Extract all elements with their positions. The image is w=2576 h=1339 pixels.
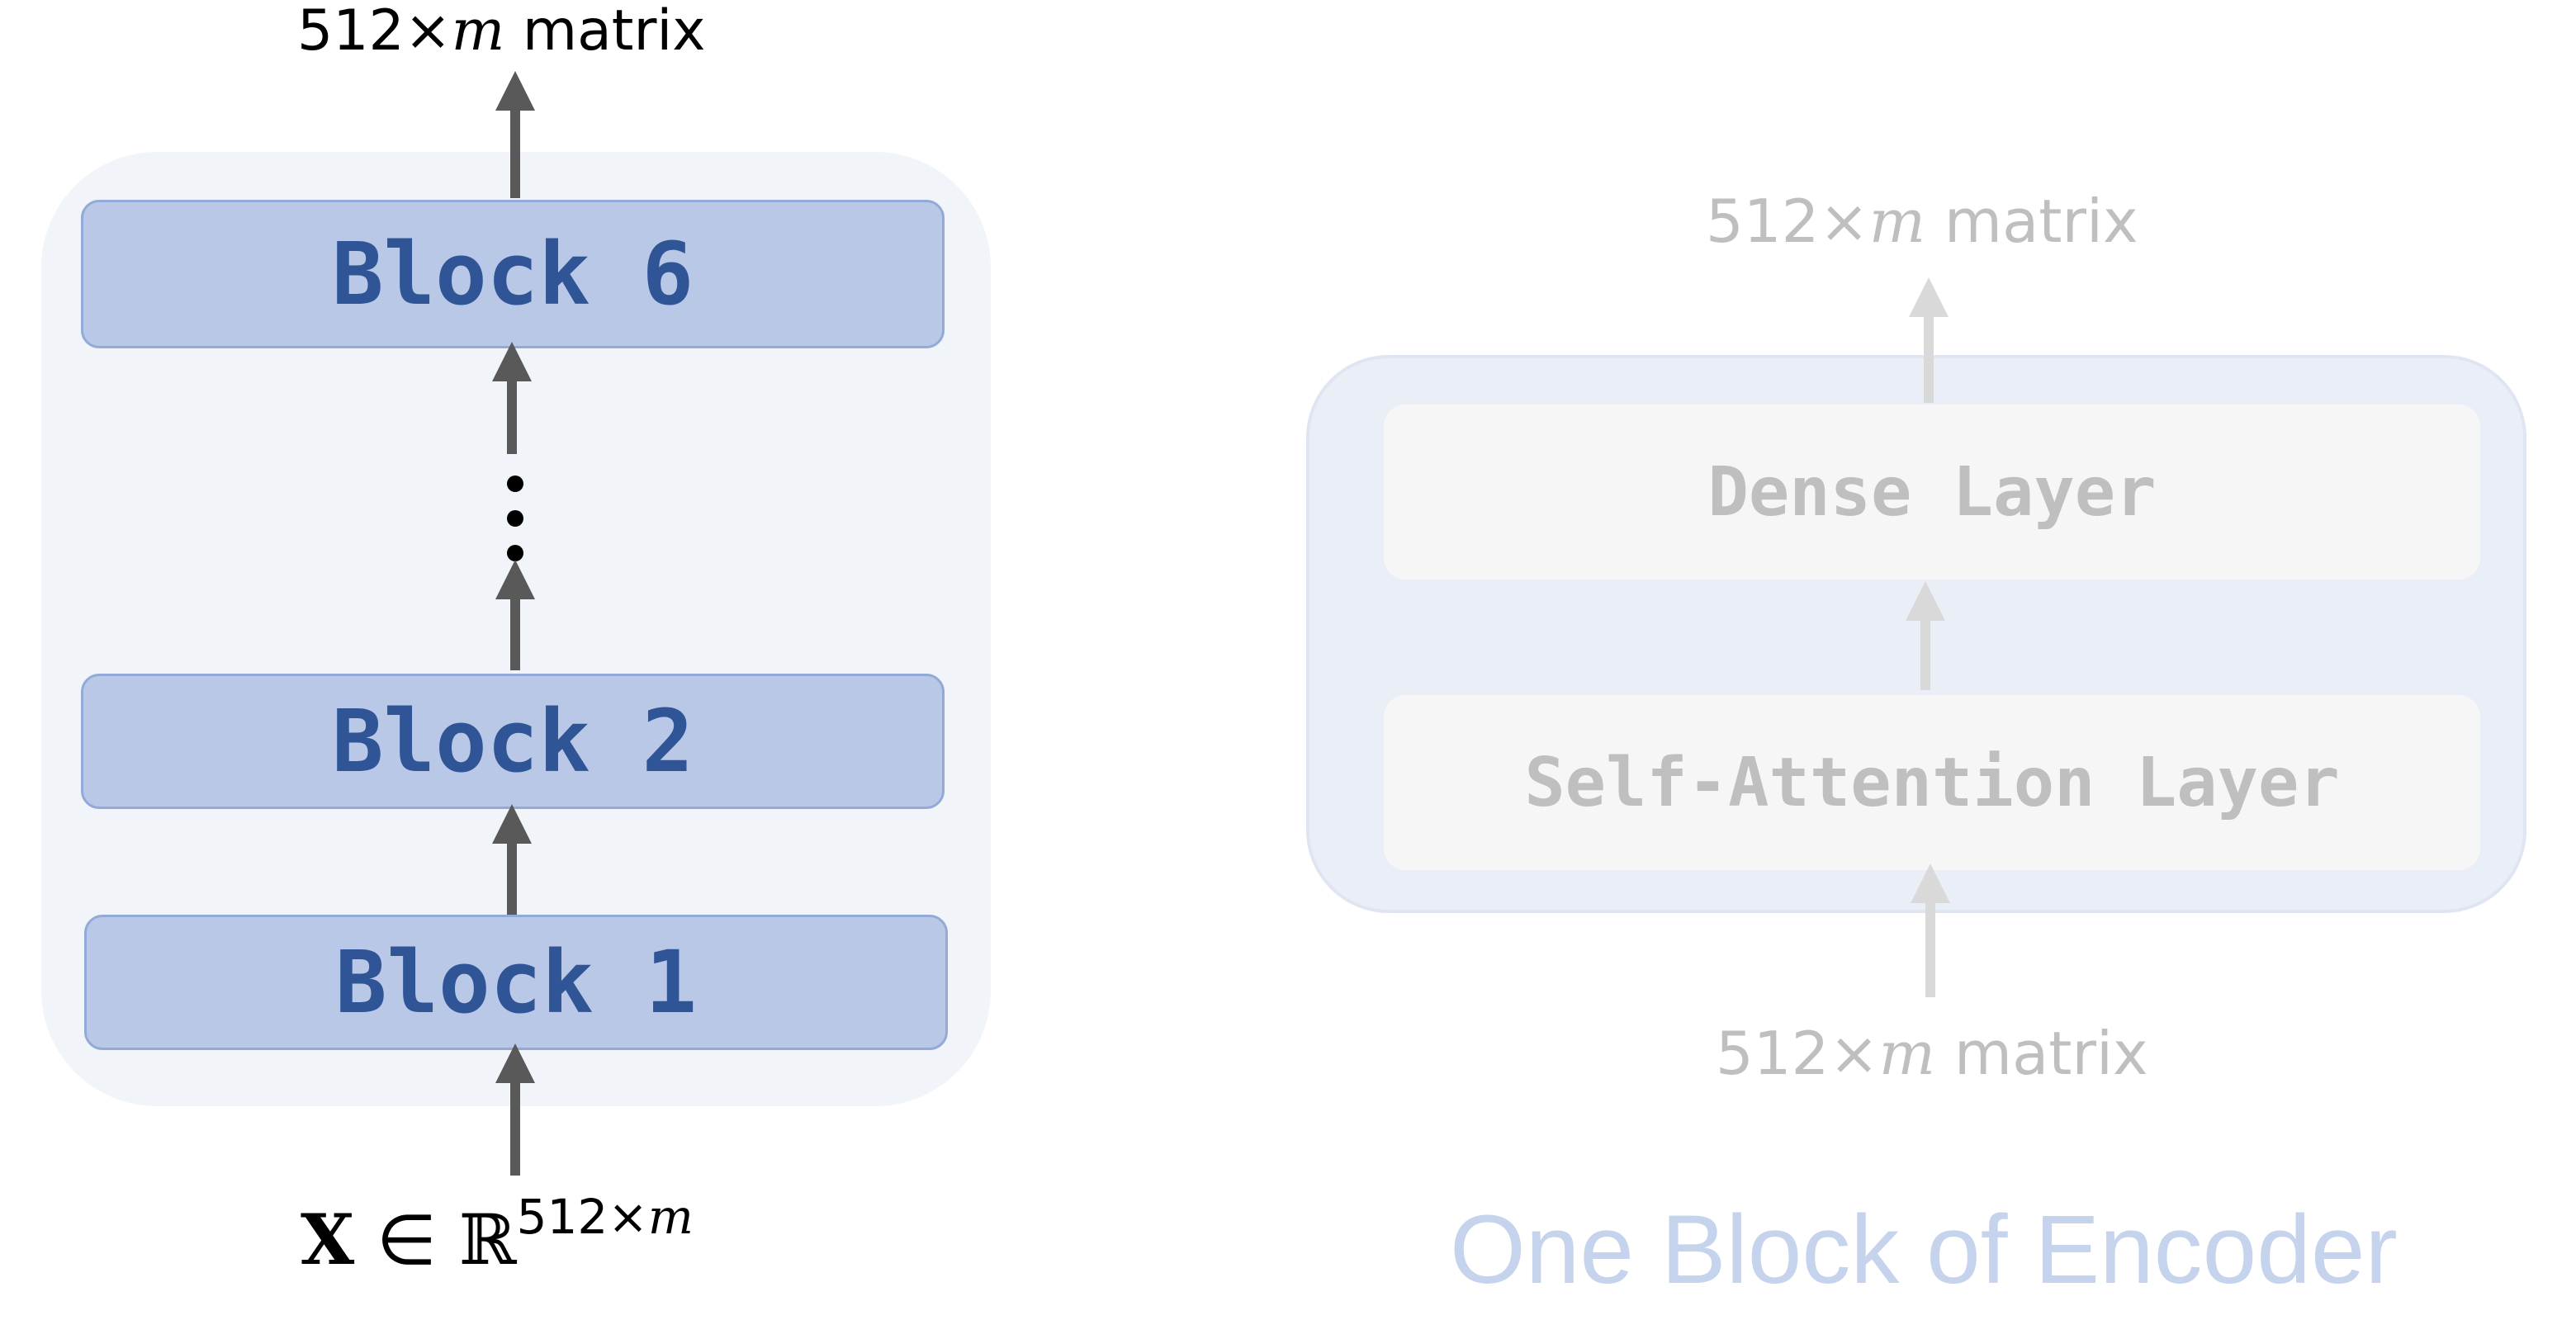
block-1: Block 1 [84,915,948,1050]
ellipsis-dot-bottom [507,545,523,561]
encoder-input-label: 512×m matrix [1716,1019,2148,1088]
stack-output-label: 512×m matrix [297,0,706,64]
ellipsis-dot-top [507,476,523,492]
self-attention-layer: Self-Attention Layer [1384,695,2480,870]
encoder-output-label: 512×m matrix [1706,187,2138,256]
encoder-caption: One Block of Encoder [1450,1195,2398,1304]
block-6: Block 6 [81,200,945,348]
stack-input-label: X ∈ ℝ512×m [301,1189,694,1280]
dense-layer: Dense Layer [1384,405,2480,580]
ellipsis-dot-middle [507,510,523,527]
